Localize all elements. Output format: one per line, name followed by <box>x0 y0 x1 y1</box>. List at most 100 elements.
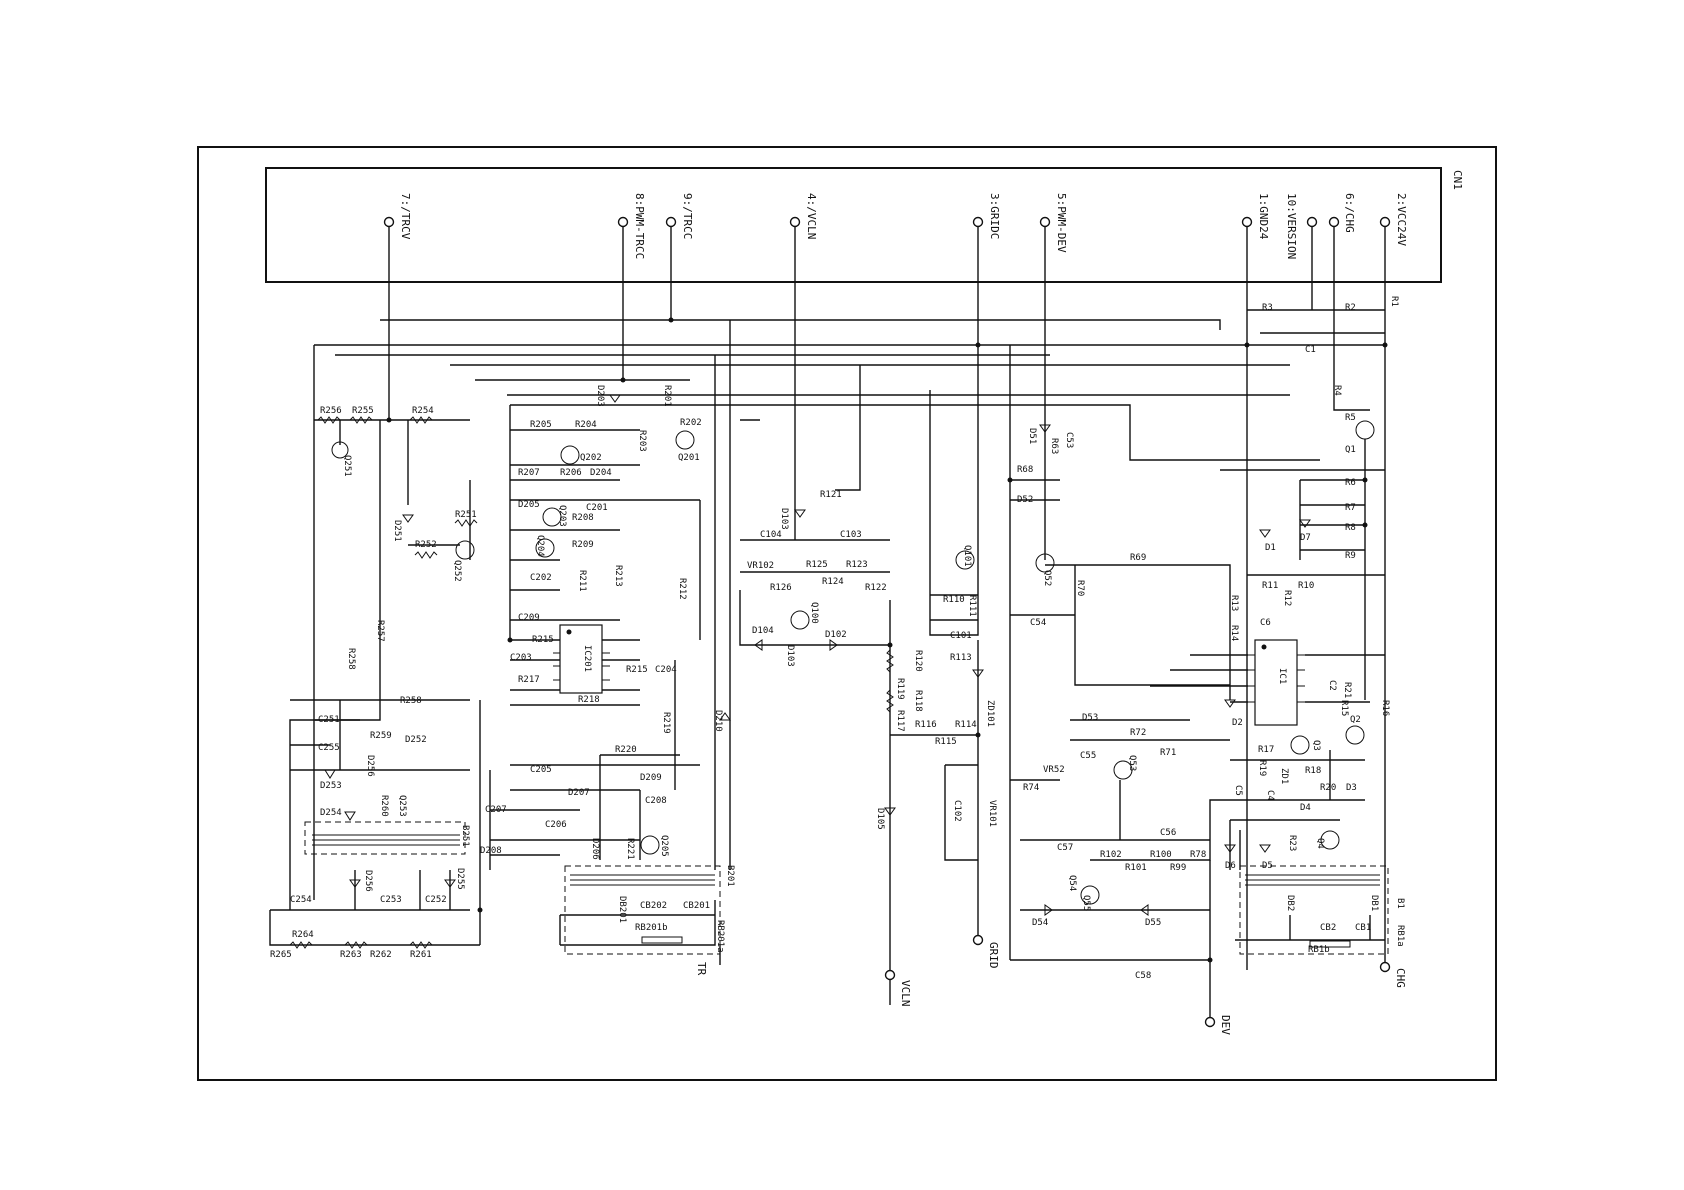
dev-section: D51 R63 C53 R68 D52 Q52 R69 R70 C54 D53 … <box>1009 345 1232 1035</box>
svg-text:C5: C5 <box>1233 785 1243 796</box>
svg-text:R101: R101 <box>1125 863 1147 873</box>
svg-text:R123: R123 <box>846 560 868 570</box>
svg-text:R118: R118 <box>913 690 923 712</box>
q4-symbol <box>1320 830 1340 850</box>
svg-text:C202: C202 <box>530 573 552 583</box>
r255 <box>349 416 373 424</box>
rb1a-label: RB1a <box>1395 925 1405 947</box>
svg-text:R212: R212 <box>677 578 687 600</box>
svg-text:D105: D105 <box>875 808 885 830</box>
pin1-terminal <box>1241 216 1253 228</box>
q52-symbol <box>1035 553 1055 573</box>
svg-text:R1: R1 <box>1389 296 1399 307</box>
svg-text:R10: R10 <box>1298 581 1314 591</box>
svg-text:D52: D52 <box>1017 495 1033 505</box>
q252-symbol <box>455 540 475 560</box>
svg-text:D102: D102 <box>825 630 847 640</box>
svg-text:D4: D4 <box>1300 803 1311 813</box>
pin10-terminal <box>1306 216 1318 228</box>
svg-text:C53: C53 <box>1064 432 1074 448</box>
svg-text:R219: R219 <box>661 712 671 734</box>
vcln-section: R121 D103 C104 C103 VR102 R125 R123 R126… <box>739 365 923 1007</box>
cb2-label: CB2 <box>1320 923 1336 933</box>
svg-text:R263: R263 <box>340 950 362 960</box>
svg-text:Q55: Q55 <box>1081 895 1091 911</box>
pin6-label: 6:/CHG <box>1343 193 1356 233</box>
pin8-terminal <box>617 216 629 228</box>
svg-text:C205: C205 <box>530 765 552 775</box>
svg-text:C101: C101 <box>950 631 972 641</box>
svg-text:C203: C203 <box>510 653 532 663</box>
svg-text:R9: R9 <box>1345 551 1356 561</box>
svg-text:R215: R215 <box>626 665 648 675</box>
svg-text:R208: R208 <box>572 513 594 523</box>
svg-text:R14: R14 <box>1229 625 1239 641</box>
svg-text:Q252: Q252 <box>452 560 462 582</box>
svg-text:C58: C58 <box>1135 971 1151 981</box>
ic1-chip <box>1254 639 1298 726</box>
svg-text:R120: R120 <box>913 650 923 672</box>
b201-label: B201 <box>725 865 735 887</box>
svg-text:R72: R72 <box>1130 728 1146 738</box>
svg-text:C2: C2 <box>1327 680 1337 691</box>
svg-text:VR101: VR101 <box>987 800 997 827</box>
svg-text:D204: D204 <box>590 468 612 478</box>
svg-text:Q2: Q2 <box>1350 715 1361 725</box>
svg-text:R8: R8 <box>1345 523 1356 533</box>
svg-text:R19: R19 <box>1257 760 1267 776</box>
svg-text:R100: R100 <box>1150 850 1172 860</box>
svg-text:R121: R121 <box>820 490 842 500</box>
svg-text:R116: R116 <box>915 720 937 730</box>
svg-text:R258: R258 <box>400 696 422 706</box>
svg-text:D3: D3 <box>1346 783 1357 793</box>
ic201-chip <box>559 624 603 694</box>
svg-text:R258: R258 <box>346 648 356 670</box>
svg-text:Q202: Q202 <box>580 453 602 463</box>
svg-text:R17: R17 <box>1258 745 1274 755</box>
svg-text:C1: C1 <box>1305 345 1316 355</box>
svg-text:R209: R209 <box>572 540 594 550</box>
svg-text:C55: C55 <box>1080 751 1096 761</box>
svg-text:R68: R68 <box>1017 465 1033 475</box>
svg-text:C56: C56 <box>1160 828 1176 838</box>
svg-text:D51: D51 <box>1027 428 1037 444</box>
pin7-terminal <box>383 216 395 228</box>
q202-symbol <box>560 445 580 465</box>
svg-text:Q100: Q100 <box>809 602 819 624</box>
svg-text:R110: R110 <box>943 595 965 605</box>
pin9-terminal <box>665 216 677 228</box>
svg-text:R99: R99 <box>1170 863 1186 873</box>
svg-text:R6: R6 <box>1345 478 1356 488</box>
pin3-terminal <box>972 216 984 228</box>
svg-text:R7: R7 <box>1345 503 1356 513</box>
svg-text:R221: R221 <box>625 838 635 860</box>
svg-text:C6: C6 <box>1260 618 1271 628</box>
svg-text:R115: R115 <box>935 737 957 747</box>
pin9-label: 9:/TRCC <box>681 193 694 239</box>
svg-text:D254: D254 <box>320 808 342 818</box>
svg-text:D104: D104 <box>752 626 774 636</box>
svg-text:Q54: Q54 <box>1067 875 1077 891</box>
svg-text:D206: D206 <box>590 838 600 860</box>
rb1b-label: RB1b <box>1308 945 1330 955</box>
svg-text:R264: R264 <box>292 930 314 940</box>
dev-output-label: DEV <box>1219 1015 1232 1035</box>
svg-text:C208: C208 <box>645 796 667 806</box>
svg-text:D252: D252 <box>405 735 427 745</box>
svg-text:C206: C206 <box>545 820 567 830</box>
svg-text:R119: R119 <box>895 678 905 700</box>
svg-text:R20: R20 <box>1320 783 1336 793</box>
svg-text:Q53: Q53 <box>1127 755 1137 771</box>
db2-label: DB2 <box>1285 895 1295 911</box>
outer-frame <box>197 146 1497 1081</box>
svg-text:R125: R125 <box>806 560 828 570</box>
svg-text:R5: R5 <box>1345 413 1356 423</box>
b1-box <box>1239 865 1389 955</box>
svg-text:R70: R70 <box>1075 580 1085 596</box>
svg-text:D55: D55 <box>1145 918 1161 928</box>
q3-symbol <box>1290 735 1310 755</box>
svg-text:D2: D2 <box>1232 718 1243 728</box>
svg-text:D54: D54 <box>1032 918 1048 928</box>
svg-text:R2: R2 <box>1345 303 1356 313</box>
